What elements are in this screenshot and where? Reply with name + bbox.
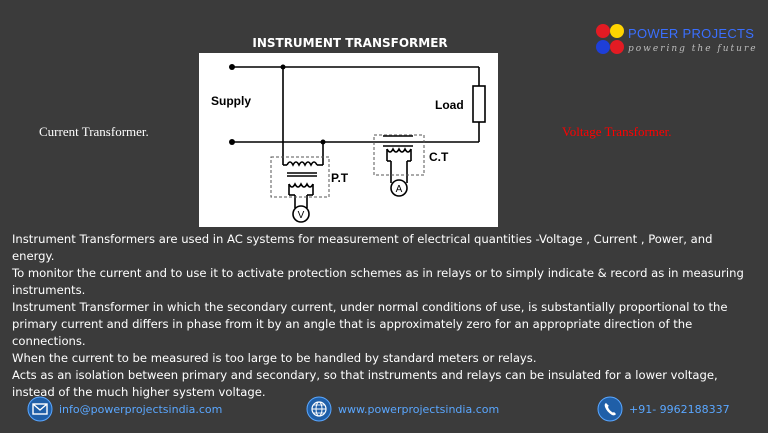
website-link[interactable]: www.powerprojectsindia.com [338,403,500,416]
voltmeter-label: V [298,210,305,221]
ammeter-label: A [396,184,403,195]
voltmeter-symbol [292,205,310,223]
current-transformer-caption: Current Transformer. [39,124,149,139]
description-text: Instrument Transformers are used in AC s… [12,231,757,401]
paragraph: Acts as an isolation between primary and… [12,368,718,399]
supply-label: Supply [211,94,251,108]
phone-link[interactable]: +91- 9962188337 [629,403,730,416]
paragraph: When the current to be measured is too l… [12,351,537,365]
paragraph: To monitor the current and to use it to … [12,266,744,297]
transformer-diagram: V A Supply Load P.T C.T [199,53,498,227]
ammeter-symbol [390,179,408,197]
load-label: Load [435,98,464,112]
brand-name: POWER PROJECTS [628,26,755,41]
paragraph: Instrument Transformer in which the seco… [12,300,728,348]
paragraph: Instrument Transformers are used in AC s… [12,232,713,263]
email-link[interactable]: info@powerprojectsindia.com [59,403,223,416]
phone-icon [597,396,623,422]
brand-logo: POWER PROJECTS powering the future [596,22,766,62]
voltage-transformer-caption: Voltage Transformer. [562,124,672,139]
page-title: INSTRUMENT TRANSFORMER [252,36,448,50]
pt-label: P.T [331,171,349,185]
logo-mark [596,22,626,56]
globe-icon [306,396,332,422]
brand-tagline: powering the future [628,44,758,54]
ct-label: C.T [429,150,449,164]
envelope-icon [27,396,53,422]
